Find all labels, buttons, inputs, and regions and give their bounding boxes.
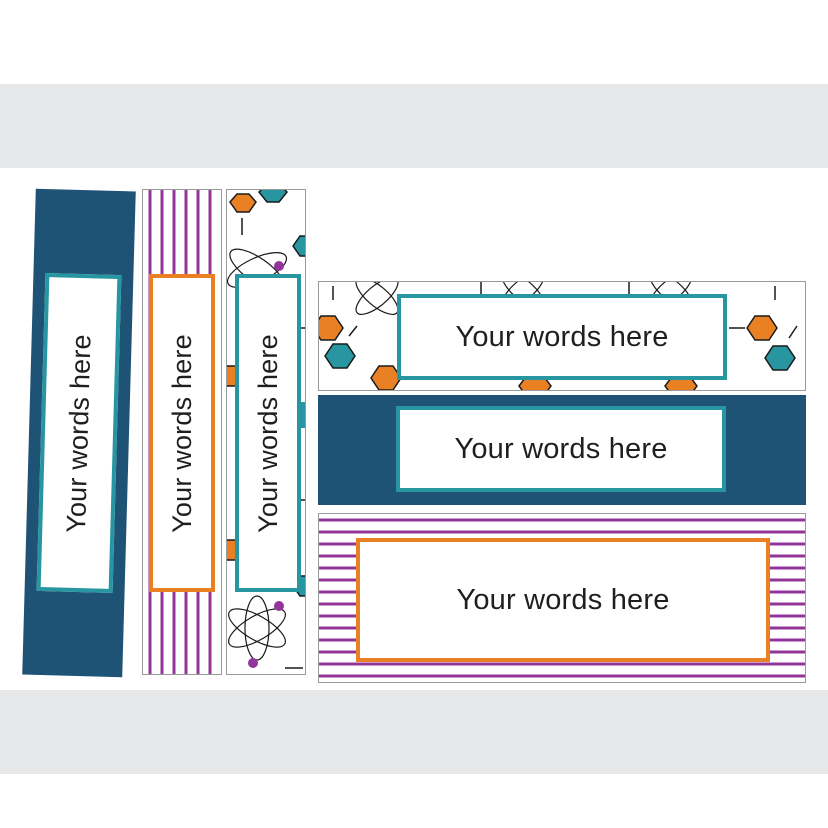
hexagon-molecule-icon xyxy=(229,193,257,213)
hexagon-molecule-icon xyxy=(292,235,305,257)
hexagon-molecule-icon xyxy=(257,190,289,203)
banner-label-science: Your words here xyxy=(318,281,806,391)
spine-label-stripes: Your words here xyxy=(142,189,222,675)
spine-label-stripes-text: Your words here xyxy=(166,333,197,533)
spine-label-navy: Your words here xyxy=(22,188,136,678)
hexagon-molecule-icon xyxy=(324,343,356,369)
spine-label-science-text: Your words here xyxy=(252,333,283,533)
banner-label-stripes-textbox: Your words here xyxy=(356,538,770,662)
banner-label-science-text: Your words here xyxy=(455,320,669,353)
atom-icon xyxy=(228,595,286,661)
banner-label-navy: Your words here xyxy=(318,395,806,505)
top-gray-band xyxy=(0,84,828,168)
spine-label-navy-textbox: Your words here xyxy=(36,273,122,593)
spine-label-science-textbox: Your words here xyxy=(235,274,301,592)
hexagon-molecule-icon xyxy=(764,345,796,371)
science-pattern xyxy=(319,282,798,390)
banner-label-navy-text: Your words here xyxy=(454,432,668,465)
bottom-gray-band xyxy=(0,690,828,774)
banner-label-science-textbox: Your words here xyxy=(397,294,727,380)
spine-label-science: Your words here xyxy=(226,189,306,675)
spine-label-navy-text: Your words here xyxy=(60,333,97,533)
banner-label-stripes-text: Your words here xyxy=(456,583,670,616)
banner-label-stripes: Your words here xyxy=(318,513,806,683)
hexagon-molecule-icon xyxy=(319,315,344,341)
banner-label-navy-textbox: Your words here xyxy=(396,406,726,492)
spine-label-stripes-textbox: Your words here xyxy=(149,274,215,592)
hexagon-molecule-icon xyxy=(746,315,778,341)
